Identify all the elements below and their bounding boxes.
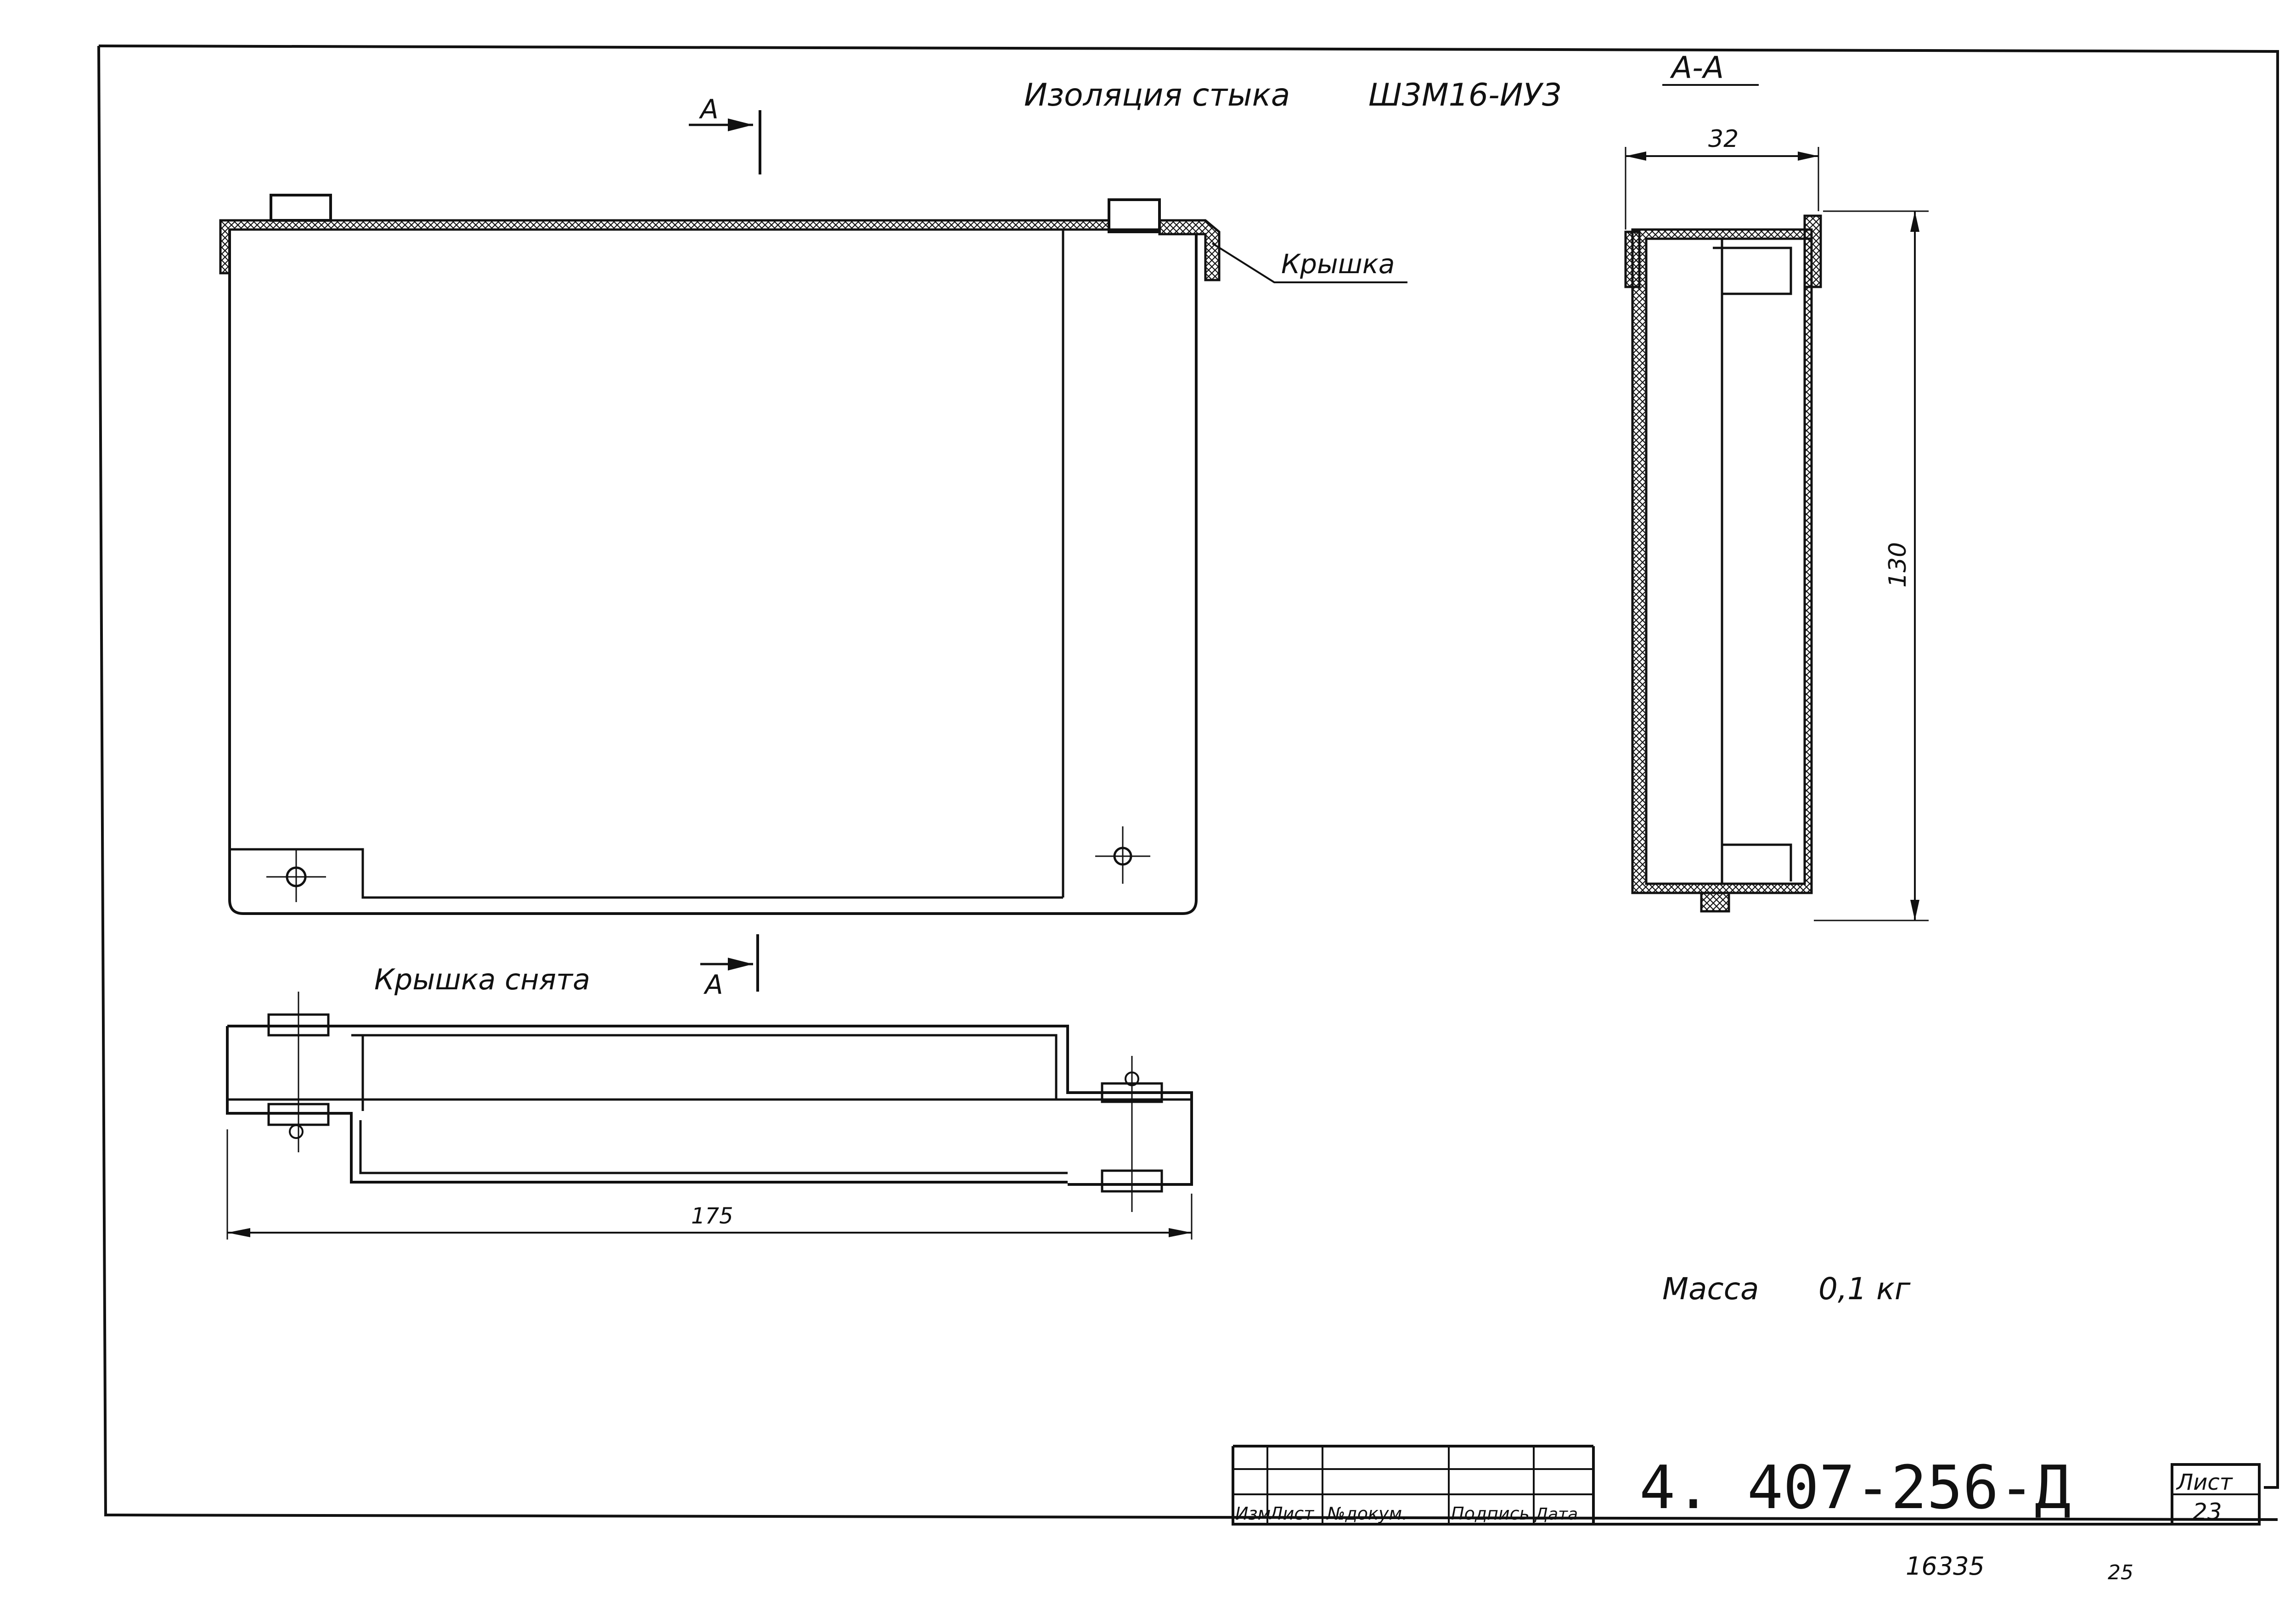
section-marker-bottom: Крышка снята А bbox=[374, 934, 759, 1000]
inventory-number: 16335 bbox=[1906, 1552, 1985, 1581]
section-title: А-А bbox=[1670, 50, 1724, 85]
top-view: 175 bbox=[226, 992, 1193, 1240]
drawing-title: Изоляция стыка Ш3М16-ИУ3 bbox=[1024, 77, 1562, 113]
dim-width: 32 bbox=[1708, 125, 1739, 153]
tb-header-list: Лист bbox=[1269, 1504, 1315, 1524]
section-letter-top: А bbox=[698, 94, 719, 125]
section-view: А-А 32 130 bbox=[1624, 50, 1929, 921]
tb-header-doc: №докум. bbox=[1326, 1504, 1407, 1524]
mass-note: Масса 0,1 кг bbox=[1662, 1271, 1911, 1307]
section-letter-bottom: А bbox=[703, 969, 723, 1000]
tb-designation: 4. 407-256-Д bbox=[1639, 1453, 2071, 1522]
dim-length: 175 bbox=[691, 1203, 733, 1229]
tb-header-date: Дата bbox=[1534, 1505, 1578, 1524]
product-code: Ш3М16-ИУ3 bbox=[1368, 77, 1562, 113]
tb-sheet-number: 23 bbox=[2193, 1498, 2222, 1525]
cover-removed-label: Крышка снята bbox=[374, 963, 590, 996]
hole-left bbox=[266, 849, 326, 902]
hole-right bbox=[1095, 826, 1150, 884]
title-text: Изоляция стыка bbox=[1024, 77, 1290, 113]
section-marker-top: А bbox=[689, 94, 761, 174]
mass-value: 0,1 кг bbox=[1818, 1271, 1911, 1307]
inventory-suffix: 25 bbox=[2108, 1561, 2133, 1584]
tb-header-izm: Изм bbox=[1235, 1504, 1271, 1524]
title-block: Изм Лист №докум. Подпись Дата 4. 407-256… bbox=[1232, 1445, 2261, 1584]
tb-sheet-label: Лист bbox=[2176, 1470, 2234, 1495]
sheet-frame bbox=[97, 45, 2279, 1521]
mass-label: Масса bbox=[1662, 1271, 1759, 1307]
front-view: Крышка bbox=[219, 194, 1407, 915]
dim-height: 130 bbox=[1884, 542, 1912, 588]
cover-label: Крышка bbox=[1281, 248, 1395, 280]
tb-header-sign: Подпись bbox=[1451, 1504, 1530, 1524]
